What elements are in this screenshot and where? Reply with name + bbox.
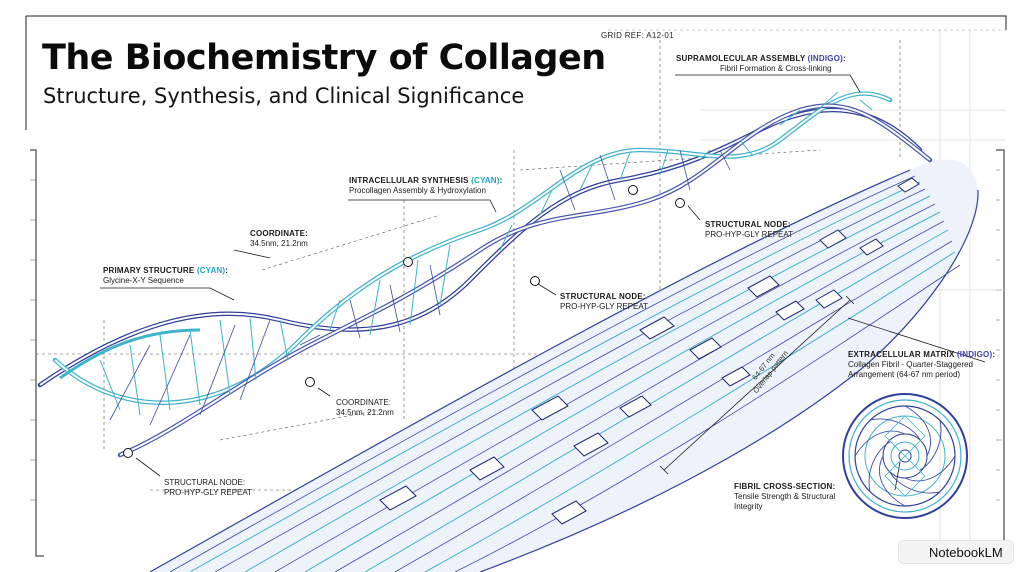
label-coordinate-top: COORDINATE: 34.5nm, 21.2nm [250, 229, 309, 248]
label-structural-node-left: STRUCTURAL NODE: PRO-HYP-GLY REPEAT [164, 478, 253, 497]
grid-reference: GRID REF: A12-01 [601, 31, 674, 40]
fibril-cross-section [842, 393, 968, 519]
ruler-ticks [30, 169, 1002, 501]
label-intracellular-synthesis: INTRACELLULAR SYNTHESIS (CYAN): Procolla… [349, 176, 503, 195]
label-structural-node-mid: STRUCTURAL NODE: PRO-HYP-GLY REPEAT [560, 292, 649, 311]
measure-line [659, 295, 855, 475]
leader-lines [100, 74, 986, 491]
notebooklm-badge[interactable]: NotebookLM [898, 540, 1014, 564]
blueprint-frame [25, 15, 1007, 557]
label-supramolecular-assembly: SUPRAMOLECULAR ASSEMBLY (INDIGO): Fibril… [676, 54, 846, 73]
collagen-fibril-bundle [149, 159, 979, 572]
collagen-triple-helix [37, 91, 933, 458]
label-coordinate-bottom: COORDINATE: 34.5nm, 21.2nm [336, 398, 394, 417]
label-fibril-cross-section: FIBRIL CROSS-SECTION: Tensile Strength &… [734, 482, 836, 511]
label-primary-structure: PRIMARY STRUCTURE (CYAN): Glycine-X-Y Se… [103, 266, 229, 285]
page-title: The Biochemistry of Collagen [42, 38, 606, 78]
label-structural-node-right: STRUCTURAL NODE: PRO-HYP-GLY REPEAT [705, 220, 794, 239]
label-extracellular-matrix: EXTRACELLULAR MATRIX (INDIGO): Collagen … [848, 350, 996, 379]
page-subtitle: Structure, Synthesis, and Clinical Signi… [43, 84, 525, 108]
notebooklm-label: NotebookLM [929, 544, 1003, 560]
